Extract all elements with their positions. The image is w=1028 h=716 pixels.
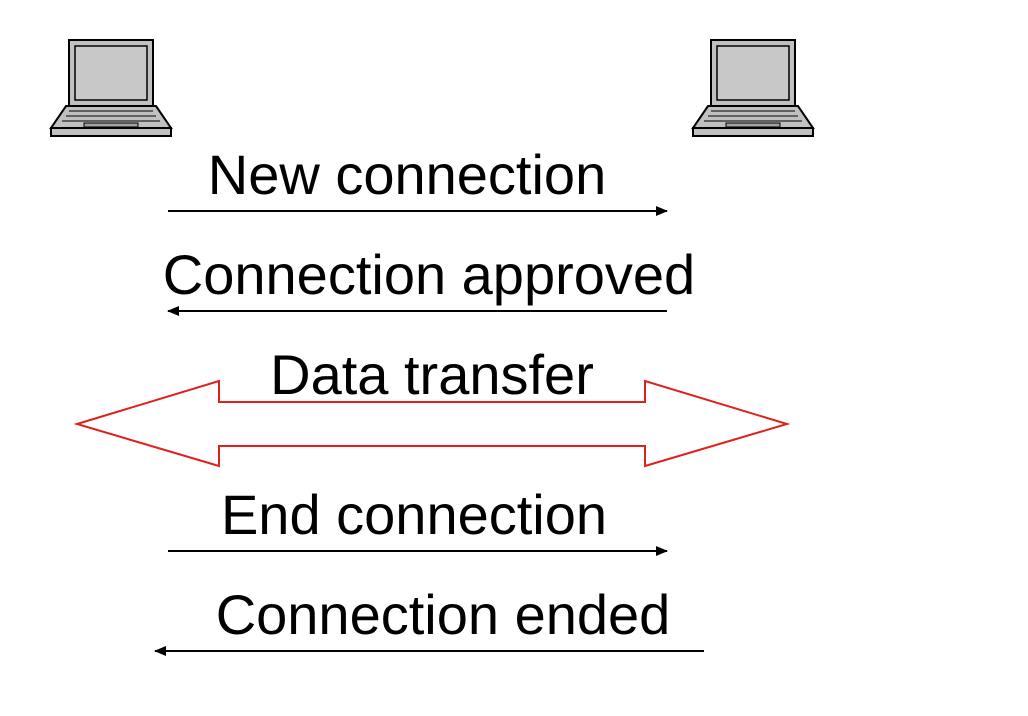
right-laptop-icon bbox=[691, 39, 815, 137]
data-transfer-double-arrow bbox=[73, 379, 791, 468]
connection-ended-label: Connection ended bbox=[216, 583, 671, 646]
end-connection-label: End connection bbox=[221, 483, 607, 546]
data-transfer-label: Data transfer bbox=[270, 343, 594, 406]
left-laptop-icon bbox=[49, 39, 173, 137]
new-connection-label: New connection bbox=[208, 143, 606, 206]
connection-approved-label: Connection approved bbox=[163, 243, 695, 306]
